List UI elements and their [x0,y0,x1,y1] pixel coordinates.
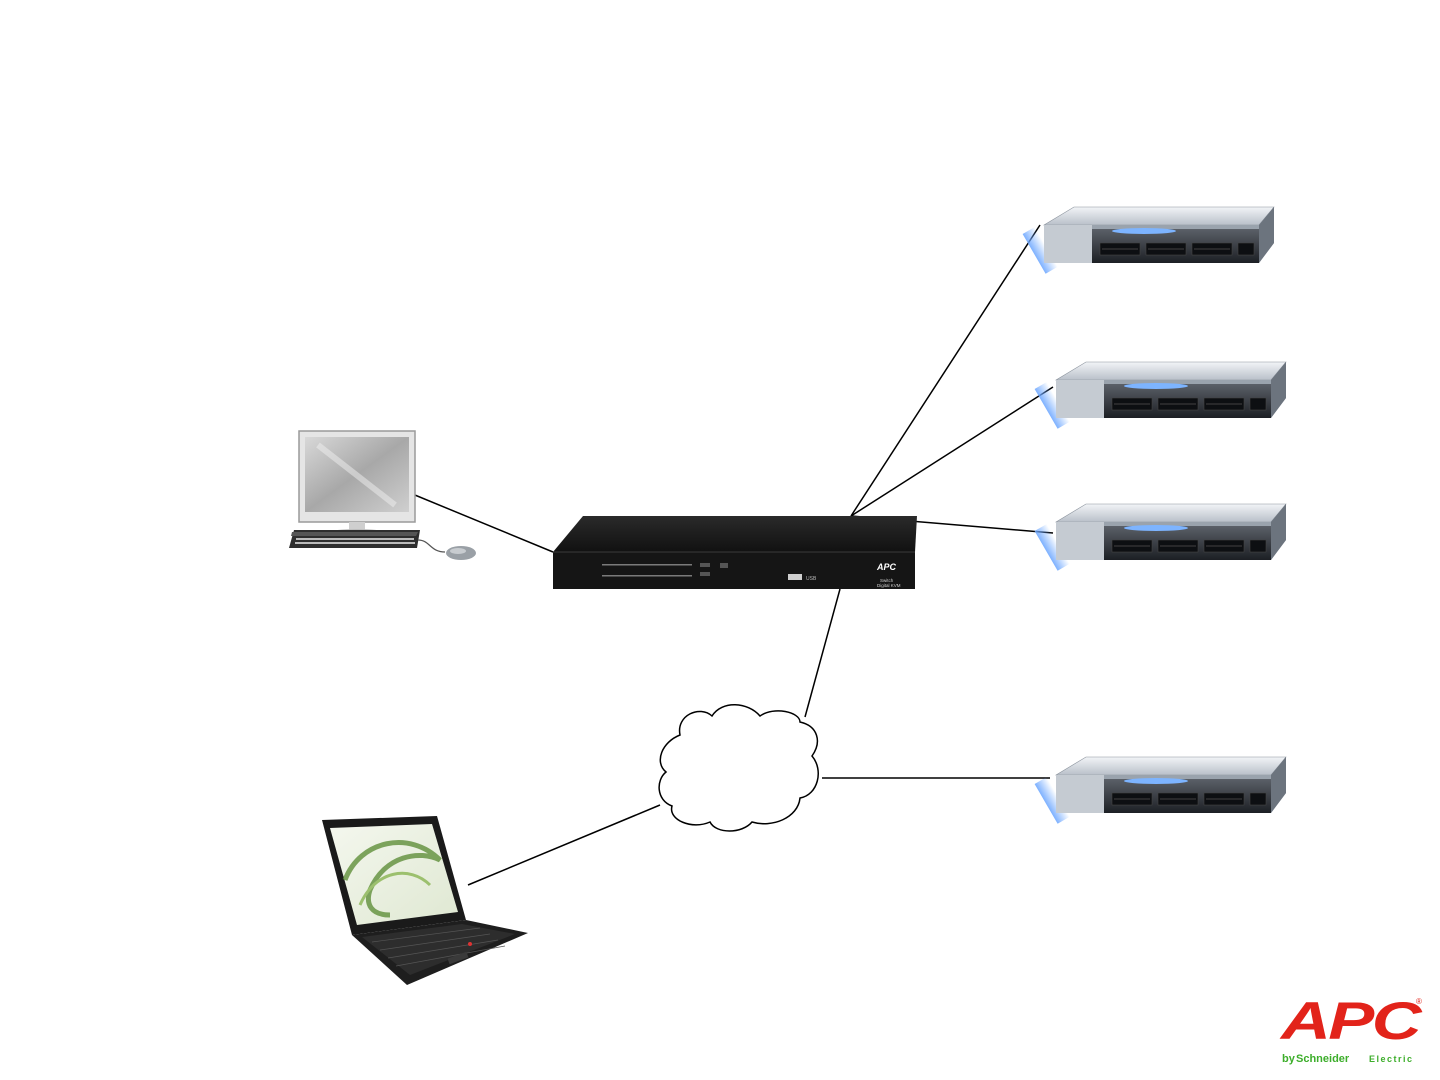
kvm-model-line2: Digital KVM [877,583,901,588]
link-kvm-cloud [805,589,840,717]
apc-schneider-logo: APC ® by Schneider Electric [1278,992,1422,1065]
network-cloud-icon [659,705,818,831]
logo-tagline-prefix: by [1282,1053,1296,1065]
link-workstation-kvm [410,493,553,552]
link-kvm-server-1 [851,225,1040,516]
usb-port-icon [788,574,802,580]
desktop-workstation-icon [289,431,476,560]
link-kvm-server-2 [851,387,1053,516]
rack-server-icon [1035,362,1286,429]
kvm-brand-label: APC [876,562,897,572]
svg-text:®: ® [1416,997,1422,1006]
logo-tagline-suffix: Electric [1369,1054,1414,1064]
rack-server-icon [1035,504,1286,571]
apc-logo-wordmark: APC [1278,992,1422,1051]
kvm-usb-label: USB [806,576,817,582]
link-laptop-cloud [468,805,660,885]
laptop-icon [322,816,528,985]
logo-tagline-company: Schneider [1296,1053,1350,1065]
kvm-switch-icon: USB APC Switch Digital KVM [553,516,917,589]
rack-server-icon [1035,757,1286,824]
rack-server-icon [1023,207,1274,274]
